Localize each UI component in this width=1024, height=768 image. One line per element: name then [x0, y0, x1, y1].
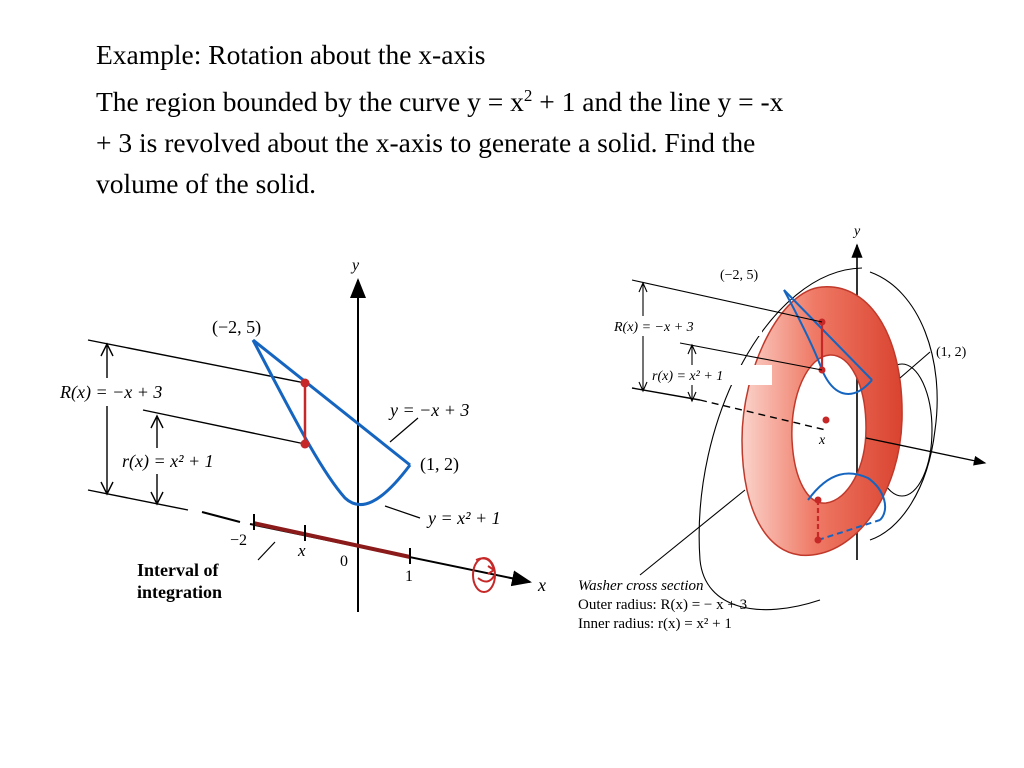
right-inner-radius-label: r(x) = x² + 1 [652, 369, 723, 384]
line-label-leader [389, 417, 419, 443]
caption-title: Washer cross section [578, 578, 704, 594]
outer-radius-label: R(x) = −x + 3 [59, 382, 162, 403]
center-x-label: x [818, 433, 826, 448]
point-neg2-5-label: (−2, 5) [212, 317, 261, 338]
line-label: y = −x + 3 [388, 400, 469, 420]
problem-line-2: + 3 is revolved about the x-axis to gene… [96, 127, 756, 159]
right-outer-label-bg [612, 316, 762, 336]
rotation-icon [472, 557, 496, 593]
curve-label: y = x² + 1 [426, 508, 501, 528]
bottom-inner-point [814, 496, 822, 504]
interval-segment [252, 521, 411, 559]
right-point-neg2-5: (−2, 5) [720, 268, 759, 283]
inner-radius-top-guide [142, 409, 306, 445]
outer-point [300, 378, 310, 388]
caption-leader [639, 489, 746, 576]
right-inner-label-bg [650, 365, 772, 385]
line-y-neg-x-plus-3 [252, 338, 411, 467]
curve-label-leader [384, 505, 421, 519]
point-1-2-label: (1, 2) [420, 454, 459, 475]
right-inner-guide-top [679, 342, 823, 371]
caption-outer: Outer radius: R(x) = − x + 3 [578, 597, 747, 613]
right-outer-guide-top [631, 279, 823, 323]
right-x-axis-dashed [699, 399, 827, 431]
inner-radius-arrow-bottom [150, 491, 164, 506]
right-inner-arrow-top [687, 343, 697, 355]
right-inner-arrow-bottom [687, 391, 697, 403]
slide-title: Example: Rotation about the x-axis [96, 39, 486, 70]
top-region-line [783, 289, 873, 381]
right-outer-radius-label: R(x) = −x + 3 [613, 320, 694, 335]
outer-rotation-arc [698, 267, 863, 611]
outer-radius-bottom-guide [87, 489, 189, 511]
interval-label-2: integration [137, 582, 222, 602]
tick-0-label: 0 [340, 553, 348, 570]
curve-y-x2-plus-1 [251, 339, 412, 507]
center-point [822, 416, 830, 424]
left-y-axis-label: y [350, 257, 360, 274]
outer-rotation-arc-right [869, 271, 938, 541]
left-x-axis-label: x [537, 575, 546, 595]
inner-point [300, 439, 310, 449]
inner-radius-arrow-top [150, 414, 164, 429]
interval-label-1: Interval of [137, 560, 219, 580]
tick-1-label: 1 [405, 568, 413, 585]
problem-line-3: volume of the solid. [96, 168, 316, 200]
right-x-axis-right [865, 437, 987, 466]
outer-radius-arrow-top [100, 342, 114, 357]
problem-line-1: The region bounded by the curve y = x2 +… [96, 75, 976, 122]
problem-line-1-end: + 1 and the line y = -x [532, 86, 784, 118]
outer-radius-arrow-bottom [100, 481, 114, 496]
inner-radius-label: r(x) = x² + 1 [122, 451, 214, 472]
caption-inner: Inner radius: r(x) = x² + 1 [578, 616, 732, 632]
right-point-1-2: (1, 2) [936, 345, 967, 360]
inner-radius-label-bg [120, 448, 272, 474]
outer-radius-label-bg [58, 378, 230, 406]
outer-radius-top-guide [87, 339, 306, 384]
bottom-outer-point [814, 536, 822, 544]
right-y-axis-label: y [852, 224, 861, 239]
problem-line-1-text: The region bounded by the curve y = x [96, 86, 524, 118]
interval-leader [257, 541, 276, 561]
problem-statement: Example: Rotation about the x-axis The r… [96, 34, 976, 204]
bottom-region-curve [807, 472, 887, 521]
exponent: 2 [523, 86, 533, 105]
tick-x-label: x [297, 541, 306, 560]
bottom-region-line [817, 519, 881, 541]
right-outer-arrow-bottom [638, 381, 648, 393]
right-outer-arrow-top [638, 281, 648, 293]
right-point-1-2-leader [899, 351, 931, 379]
left-x-axis [201, 511, 241, 523]
tick-neg2-label: −2 [230, 532, 247, 549]
